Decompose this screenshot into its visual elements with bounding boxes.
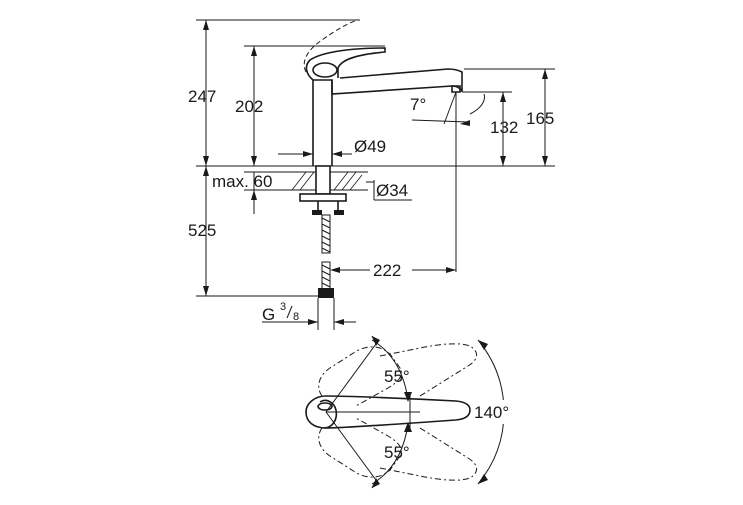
- stud-nut-right: [334, 210, 344, 215]
- lever: [305, 47, 386, 81]
- lever-ghost-lower-a: [318, 417, 402, 478]
- dim-max-counter: max. 60: [212, 172, 272, 191]
- top-view: 55° 55° 140°: [305, 335, 522, 489]
- mounting-nut: [299, 193, 347, 202]
- hose-fitting: [318, 288, 334, 298]
- lever-center-position: [305, 395, 471, 429]
- dim-overall-height: 247: [188, 87, 216, 106]
- dim-thread-numerator: 3: [280, 301, 286, 313]
- supply-hose: [318, 214, 334, 298]
- dim-outlet-height: 132: [490, 118, 518, 137]
- angle-upper: 55°: [384, 367, 410, 386]
- dim-thread-denominator: 8: [293, 311, 299, 323]
- dim-reach: 222: [373, 261, 401, 280]
- spout: [331, 68, 463, 95]
- dim-base-diameter: Ø49: [354, 137, 386, 156]
- lever-logo: [317, 402, 333, 411]
- side-view: 247 202 165 132 7° Ø49: [188, 19, 555, 330]
- lever-raised-ghost: [303, 19, 359, 73]
- faucet-body: [312, 79, 333, 166]
- dim-hose-length: 525: [188, 221, 216, 240]
- aerator: [451, 85, 461, 93]
- dim-lever-height: 202: [235, 97, 263, 116]
- dim-spout-angle: 7°: [410, 95, 426, 114]
- lever-knob: [312, 62, 338, 78]
- angle-lower: 55°: [384, 443, 410, 462]
- lever-ghost-upper-a: [318, 346, 402, 407]
- shank: [315, 165, 331, 195]
- dim-hole-diameter: Ø34: [376, 181, 408, 200]
- dim-thread-prefix: G: [262, 305, 275, 324]
- stud-nut-left: [312, 210, 322, 215]
- lever-cap: [319, 399, 338, 429]
- dim-spout-height: 165: [526, 109, 554, 128]
- angle-total: 140°: [474, 403, 509, 422]
